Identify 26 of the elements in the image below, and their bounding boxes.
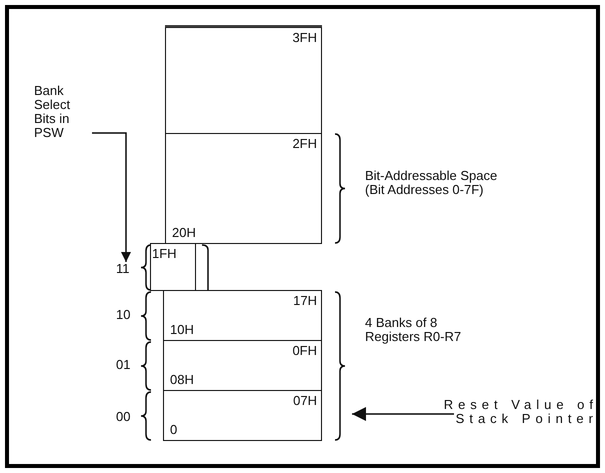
memory-block xyxy=(163,390,322,441)
memory-block xyxy=(150,243,196,291)
annotation-text: 4 Banks of 8 Registers R0-R7 xyxy=(365,316,462,344)
bank-select-value: 11 xyxy=(116,262,136,276)
address-label: 20H xyxy=(172,226,196,240)
arrow xyxy=(352,407,454,421)
address-label: 07H xyxy=(293,394,317,408)
address-label: 0 xyxy=(170,423,178,437)
bank-select-value: 10 xyxy=(116,308,136,322)
bank-select-value: 01 xyxy=(116,358,136,372)
annotation-text: Reset Value of Stack Pointer xyxy=(384,398,598,426)
arrow xyxy=(92,132,131,262)
memory-block xyxy=(163,340,322,391)
annotation-text: Bit-Addressable Space (Bit Addresses 0-7F) xyxy=(365,169,498,197)
memory-block xyxy=(165,133,322,244)
address-label: 3FH xyxy=(292,31,317,45)
address-label: 0FH xyxy=(292,344,317,358)
address-label: 08H xyxy=(170,373,194,387)
address-label: 1FH xyxy=(152,247,177,261)
address-label: 10H xyxy=(170,323,194,337)
annotation-text: Bank Select Bits in PSW xyxy=(34,84,94,140)
memory-block xyxy=(163,290,322,341)
address-label: 17H xyxy=(293,294,317,308)
memory-block xyxy=(165,27,322,134)
address-label: 2FH xyxy=(292,137,317,151)
bank-select-value: 00 xyxy=(116,410,136,424)
